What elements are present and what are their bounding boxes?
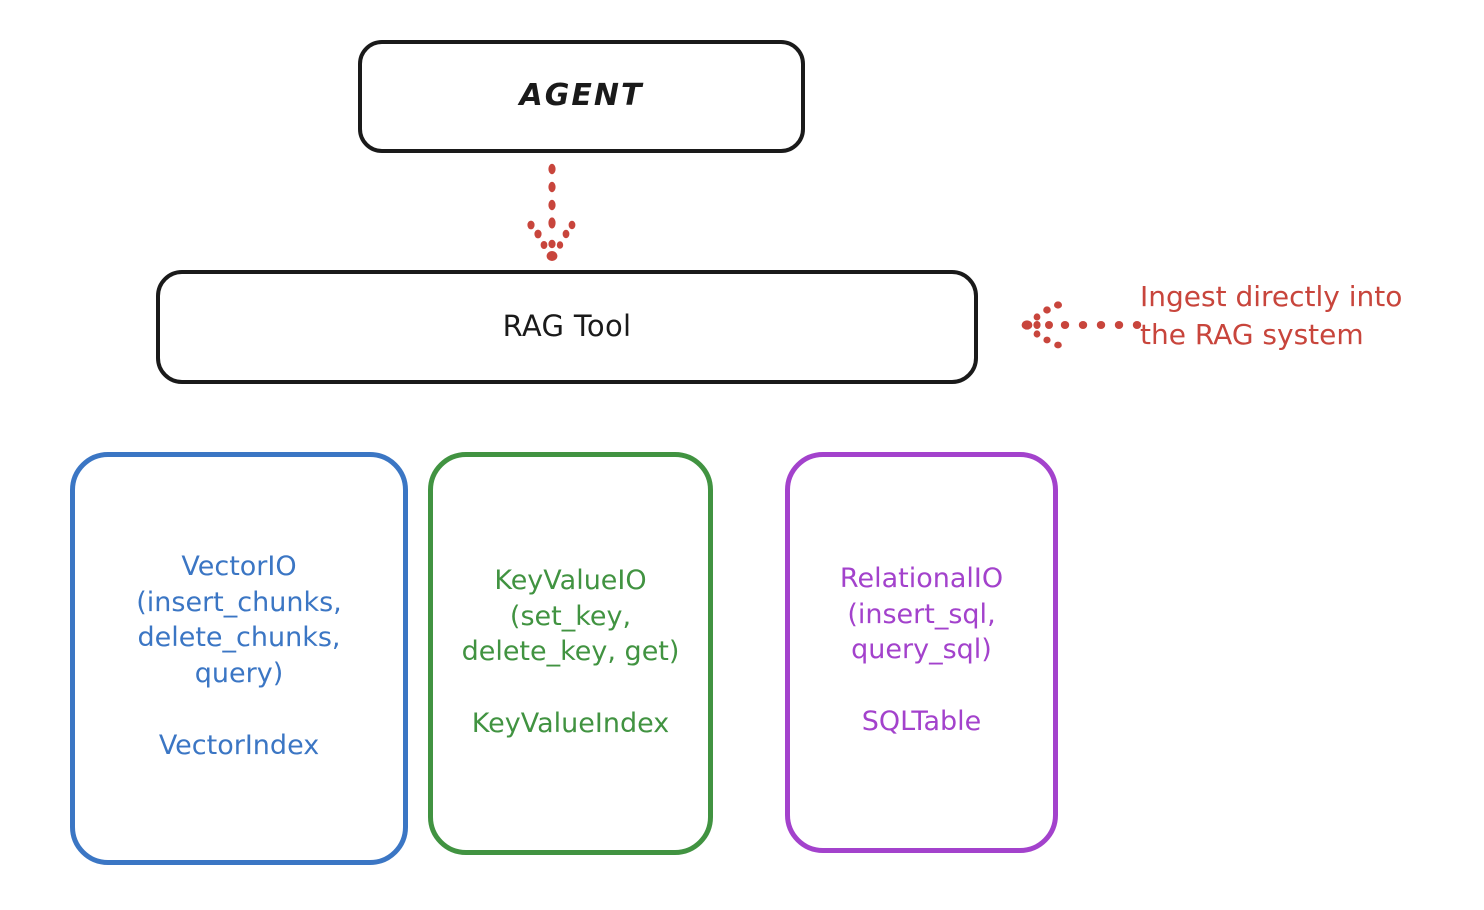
node-key-value-io[interactable]: KeyValueIO (set_key, delete_key, get) Ke…: [428, 452, 713, 855]
node-relational-io-api-label: RelationalIO (insert_sql, query_sql): [839, 563, 1004, 666]
node-key-value-io-index-label: KeyValueIndex: [471, 707, 670, 739]
node-relational-io-index-label: SQLTable: [861, 705, 982, 737]
connector-ingest-note-to-rag-tool-icon: [1021, 301, 1142, 349]
node-key-value-io-api-label: KeyValueIO (set_key, delete_key, get): [461, 565, 680, 668]
node-rag-tool-label: RAG Tool: [502, 309, 632, 344]
annotation-ingest-note: Ingest directly into the RAG system: [1140, 280, 1403, 352]
connector-agent-to-rag-tool-icon: [527, 163, 576, 261]
node-relational-io[interactable]: RelationalIO (insert_sql, query_sql) SQL…: [785, 452, 1058, 853]
node-agent-label: AGENT: [519, 78, 644, 114]
node-vector-io-api-label: VectorIO (insert_chunks, delete_chunks, …: [136, 551, 342, 689]
node-vector-io-index-label: VectorIndex: [158, 729, 320, 761]
node-vector-io[interactable]: VectorIO (insert_chunks, delete_chunks, …: [70, 452, 408, 865]
node-key-value-io-content: KeyValueIO (set_key, delete_key, get) Ke…: [443, 457, 698, 739]
node-rag-tool[interactable]: RAG Tool: [156, 270, 978, 384]
node-relational-io-content: RelationalIO (insert_sql, query_sql) SQL…: [800, 457, 1043, 737]
node-vector-io-content: VectorIO (insert_chunks, delete_chunks, …: [85, 457, 393, 761]
node-agent[interactable]: AGENT: [358, 40, 805, 153]
